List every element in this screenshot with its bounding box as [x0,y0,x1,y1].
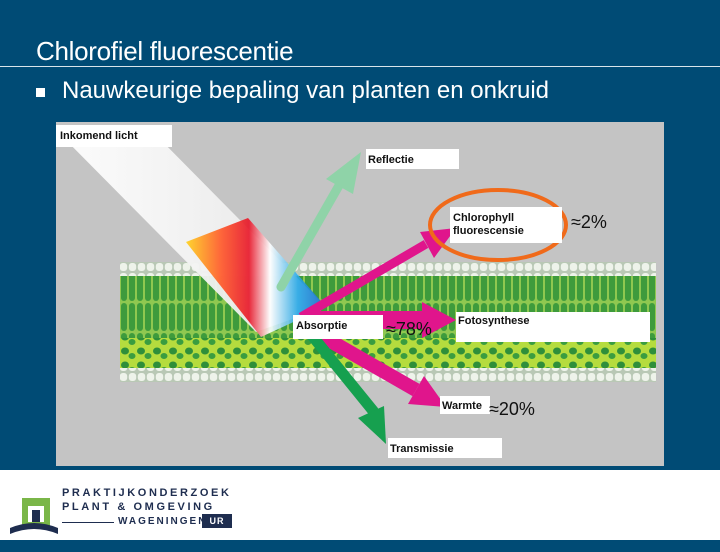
photosynthesis-label: Fotosynthese [458,315,530,327]
chlorophyll-percent: ≈2% [571,212,607,232]
diagram-canvas: Inkomend licht Reflectie Chlorophyll flu… [56,125,656,458]
photosynthesis-label-box [456,312,650,342]
light-spectrum-band [186,218,326,337]
title-divider [0,66,720,67]
fluorescence-highlight-ellipse [428,188,568,262]
transmission-label-box [388,438,502,458]
footer-bar [0,470,720,540]
logo-text-line2: PLANT & OMGEVING [62,501,215,513]
slide-title: Chlorofiel fluorescentie [36,36,294,66]
absorption-label-box [293,315,383,339]
transmission-label: Transmissie [390,443,454,455]
heat-label: Warmte [442,400,482,412]
logo-text-line3: WAGENINGEN [118,516,208,527]
wageningen-logo-icon [10,498,58,534]
leaf-light-diagram: Inkomend licht Reflectie Chlorophyll flu… [56,122,664,466]
reflection-label-box [366,149,459,169]
heat-label-box [440,396,490,414]
logo-divider [62,522,114,523]
spongy-layer [120,338,656,368]
reflection-arrow [276,152,361,292]
chlorophyll-label-line1: Chlorophyll [453,212,514,224]
bullet-marker [36,88,45,97]
absorption-percent: ≈78% [386,319,432,339]
incoming-label-box [56,125,172,147]
logo-badge: UR [202,514,232,528]
incoming-label: Inkomend licht [60,130,138,142]
bullet-text: Nauwkeurige bepaling van planten en onkr… [62,77,550,104]
chlorophyll-label-box [450,207,562,243]
heat-percent: ≈20% [489,399,535,419]
chlorophyll-label-line2: fluorescensie [453,225,524,237]
absorption-label: Absorptie [296,320,347,332]
reflection-label: Reflectie [368,154,414,166]
logo-text-line1: PRAKTIJKONDERZOEK [62,487,232,499]
